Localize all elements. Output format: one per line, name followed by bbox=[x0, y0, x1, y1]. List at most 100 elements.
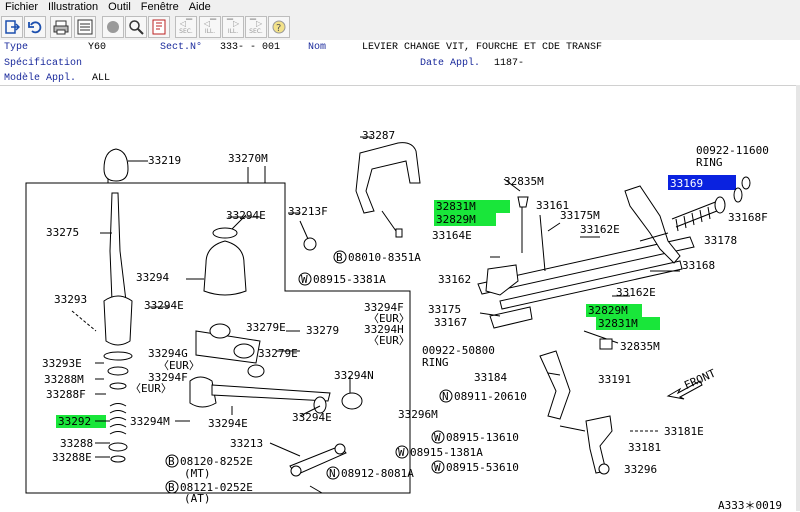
part-32831M-1[interactable]: 32831M bbox=[436, 200, 476, 213]
part-08010-8351A[interactable]: 08010-8351A bbox=[348, 251, 421, 264]
part-33184[interactable]: 33184 bbox=[474, 371, 507, 384]
part-32835M-1[interactable]: 32835M bbox=[504, 175, 544, 188]
highlight-32829M-1 bbox=[434, 213, 496, 226]
part-33191[interactable]: 33191 bbox=[598, 373, 631, 386]
circle-icon[interactable] bbox=[102, 16, 124, 38]
part-33275[interactable]: 33275 bbox=[46, 226, 79, 239]
circle-b-2: B bbox=[168, 481, 175, 494]
part-08911-20610[interactable]: 08911-20610 bbox=[454, 390, 527, 403]
part-33164E[interactable]: 33164E bbox=[432, 229, 472, 242]
menu-bar: Fichier Illustration Outil Fenêtre Aide bbox=[0, 0, 800, 14]
part-33294[interactable]: 33294 bbox=[136, 271, 169, 284]
next-illustration-icon[interactable]: ▔▷ ILL. bbox=[222, 16, 244, 38]
part-08915-3381A[interactable]: 08915-3381A bbox=[313, 273, 386, 286]
fork-33168 bbox=[624, 185, 681, 264]
next-section-icon[interactable]: ▔▷ SEC. bbox=[245, 16, 267, 38]
circle-n-1: N bbox=[329, 467, 336, 480]
part-08121-0252E[interactable]: 08121-0252E bbox=[180, 481, 253, 494]
ring-1: RING bbox=[422, 356, 449, 369]
print-icon[interactable] bbox=[50, 16, 72, 38]
part-33175M[interactable]: 33175M bbox=[560, 209, 600, 222]
undo-icon[interactable] bbox=[24, 16, 46, 38]
part-33296M[interactable]: 33296M bbox=[398, 408, 438, 421]
part-33279[interactable]: 33279 bbox=[306, 324, 339, 337]
part-33296[interactable]: 33296 bbox=[624, 463, 657, 476]
part-33213F[interactable]: 33213F bbox=[288, 205, 328, 218]
part-33288[interactable]: 33288 bbox=[60, 437, 93, 450]
circle-w-2: W bbox=[301, 273, 308, 286]
part-33168[interactable]: 33168 bbox=[682, 259, 715, 272]
menu-fichier[interactable]: Fichier bbox=[5, 1, 39, 13]
part-33293E[interactable]: 33293E bbox=[42, 357, 82, 370]
part-33162[interactable]: 33162 bbox=[438, 273, 471, 286]
part-08915-1381A[interactable]: 08915-1381A bbox=[410, 446, 483, 459]
shift-rod-33162 bbox=[477, 236, 695, 295]
menu-illustration[interactable]: Illustration bbox=[48, 1, 99, 13]
at-note: (AT) bbox=[184, 492, 211, 505]
circle-b-3: B bbox=[336, 251, 343, 264]
spec-label: Spécification bbox=[4, 58, 83, 69]
part-33294E-3[interactable]: 33294E bbox=[208, 417, 248, 430]
part-32835M-2[interactable]: 32835M bbox=[620, 340, 660, 353]
part-33169[interactable]: 33169 bbox=[670, 177, 703, 190]
vertical-scrollbar[interactable] bbox=[796, 85, 800, 511]
zoom-icon[interactable] bbox=[125, 16, 147, 38]
part-33175[interactable]: 33175 bbox=[428, 303, 461, 316]
part-33294N[interactable]: 33294N bbox=[334, 369, 374, 382]
sect-value: 333- - 001 bbox=[220, 42, 281, 53]
part-33294M[interactable]: 33294M bbox=[130, 415, 170, 428]
prev-section-icon[interactable]: ◁▔ SEC. bbox=[175, 16, 197, 38]
part-33294E-4[interactable]: 33294E bbox=[292, 411, 332, 424]
part-08915-53610[interactable]: 08915-53610 bbox=[446, 461, 519, 474]
part-33294H[interactable]: 33294H bbox=[364, 323, 404, 336]
part-33288M[interactable]: 33288M bbox=[44, 373, 84, 386]
exit-icon[interactable] bbox=[1, 16, 23, 38]
part-33294F-1[interactable]: 33294F bbox=[148, 371, 188, 384]
part-33162E-2[interactable]: 33162E bbox=[616, 286, 656, 299]
part-33279E-1[interactable]: 33279E bbox=[246, 321, 286, 334]
part-32831M-2[interactable]: 32831M bbox=[598, 317, 638, 330]
part-33219[interactable]: 33219 bbox=[148, 154, 181, 167]
book-icon[interactable] bbox=[148, 16, 170, 38]
menu-fenetre[interactable]: Fenêtre bbox=[140, 1, 179, 13]
part-33293[interactable]: 33293 bbox=[54, 293, 87, 306]
part-33288E[interactable]: 33288E bbox=[52, 451, 92, 464]
part-33270M[interactable]: 33270M bbox=[228, 152, 268, 165]
part-33168F[interactable]: 33168F bbox=[728, 211, 768, 224]
circle-w-4: W bbox=[434, 461, 441, 474]
part-32829M-2[interactable]: 32829M bbox=[588, 304, 628, 317]
part-00922-11600[interactable]: 00922-11600 bbox=[696, 144, 769, 157]
part-33181[interactable]: 33181 bbox=[628, 441, 661, 454]
part-33181E[interactable]: 33181E bbox=[664, 425, 704, 438]
part-33287[interactable]: 33287 bbox=[362, 129, 395, 142]
part-33292[interactable]: 33292 bbox=[58, 415, 91, 428]
part-32829M-1[interactable]: 32829M bbox=[436, 213, 476, 226]
parts-diagram: 33219 33270M 33287 33275 33294E 33213F 3… bbox=[25, 129, 782, 512]
highlight-32831M-1 bbox=[434, 200, 510, 213]
menu-aide[interactable]: Aide bbox=[188, 1, 211, 13]
list-icon[interactable] bbox=[74, 16, 96, 38]
part-00922-50800[interactable]: 00922-50800 bbox=[422, 344, 495, 357]
help-icon[interactable]: ? bbox=[268, 16, 290, 38]
part-33178[interactable]: 33178 bbox=[704, 234, 737, 247]
part-33161[interactable]: 33161 bbox=[536, 199, 569, 212]
prev-illustration-icon[interactable]: ◁▔ ILL. bbox=[199, 16, 221, 38]
part-33162E-1[interactable]: 33162E bbox=[580, 223, 620, 236]
part-33213[interactable]: 33213 bbox=[230, 437, 263, 450]
date-value: 1187- bbox=[494, 58, 525, 69]
circle-w-3: W bbox=[434, 431, 441, 444]
part-08120-8252E[interactable]: 08120-8252E bbox=[180, 455, 253, 468]
part-33288F[interactable]: 33288F bbox=[46, 388, 86, 401]
highlight-33292 bbox=[56, 415, 106, 428]
part-33167[interactable]: 33167 bbox=[434, 316, 467, 329]
part-33294F-2[interactable]: 33294F bbox=[364, 301, 404, 314]
circle-n-2: N bbox=[442, 390, 449, 403]
part-33294E-1[interactable]: 33294E bbox=[226, 209, 266, 222]
part-08915-13610[interactable]: 08915-13610 bbox=[446, 431, 519, 444]
part-08912-8081A[interactable]: 08912-8081A bbox=[341, 467, 414, 480]
part-33294E-2[interactable]: 33294E bbox=[144, 299, 184, 312]
part-33294G[interactable]: 33294G bbox=[148, 347, 188, 360]
part-33279E-2[interactable]: 33279E bbox=[258, 347, 298, 360]
menu-outil[interactable]: Outil bbox=[108, 1, 131, 13]
highlight-32831M-2 bbox=[596, 317, 660, 330]
